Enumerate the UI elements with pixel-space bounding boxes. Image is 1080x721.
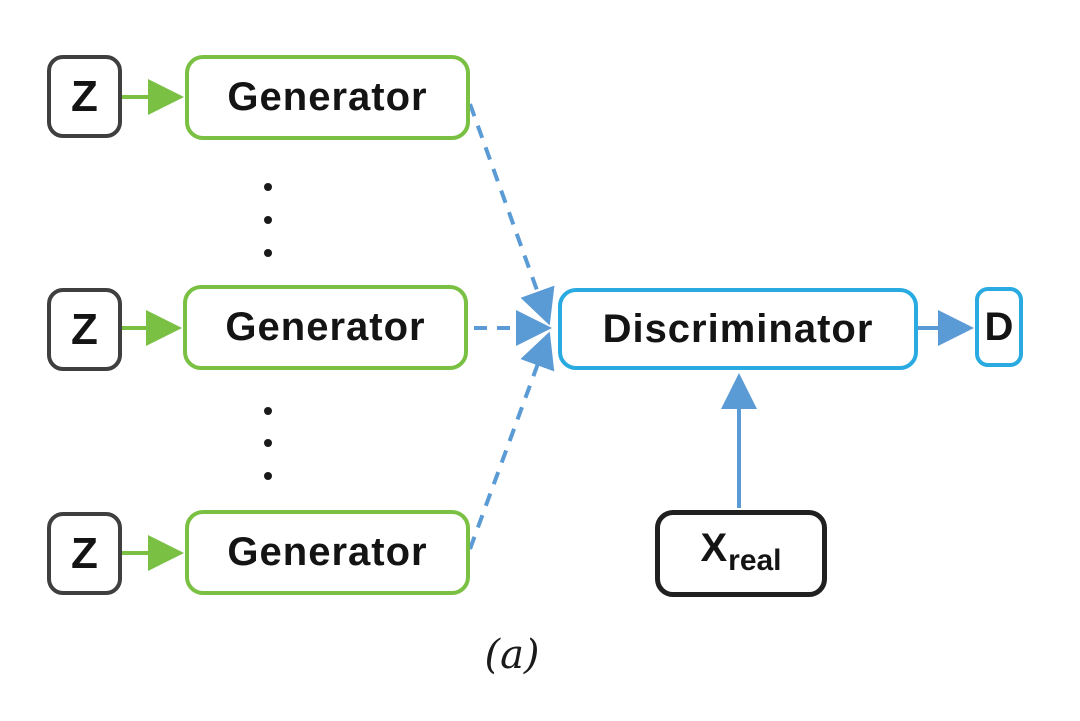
node-d-output: D [975,287,1023,367]
node-generator-mid-label: Generator [225,305,426,349]
node-generator-mid: Generator [183,285,468,370]
arrow-generator-top-to-discriminator [468,103,555,326]
node-generator-top-label: Generator [227,75,428,119]
node-discriminator: Discriminator [558,288,918,370]
node-x-real-subscript: real [728,544,782,577]
node-z-bottom: Z [47,512,122,595]
node-discriminator-label: Discriminator [602,306,874,351]
node-d-output-label: D [984,304,1014,349]
node-z-bottom-label: Z [71,528,98,578]
ellipsis-dots-lower [264,407,272,480]
node-z-top-label: Z [71,71,98,121]
node-generator-bottom: Generator [185,510,470,595]
arrow-generator-bottom-to-discriminator [468,331,555,550]
node-generator-top: Generator [185,55,470,140]
ellipsis-dots-upper [264,183,272,257]
node-z-mid: Z [47,288,122,371]
node-z-top: Z [47,55,122,138]
node-x-real-base: X [700,526,728,570]
node-generator-bottom-label: Generator [227,530,428,574]
node-z-mid-label: Z [71,304,98,354]
figure-caption: (a) [484,632,540,678]
